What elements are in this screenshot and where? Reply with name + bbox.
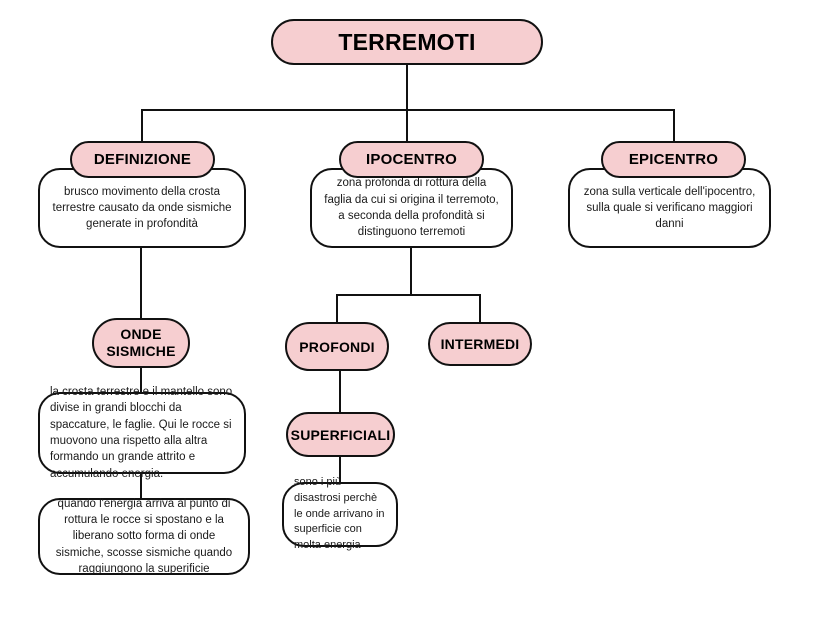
node-onde-sismiche-line2: SISMICHE bbox=[106, 343, 176, 359]
detail-onde-sismiche-2-text: quando l'energia arriva al punto di rott… bbox=[55, 497, 233, 575]
node-onde-sismiche-line1: ONDE bbox=[120, 325, 162, 342]
detail-ipocentro: zona profonda di rottura della faglia da… bbox=[310, 168, 513, 248]
detail-onde-sismiche-2: quando l'energia arriva al punto di rott… bbox=[38, 498, 250, 575]
detail-definizione-text: brusco movimento della crosta terrestre … bbox=[52, 185, 232, 231]
detail-ipocentro-text: zona profonda di rottura della faglia da… bbox=[324, 177, 499, 239]
node-profondi[interactable]: PROFONDI bbox=[285, 322, 389, 371]
node-definizione[interactable]: DEFINIZIONE bbox=[70, 141, 215, 178]
detail-superficiali: sono i più disastrosi perchè le onde arr… bbox=[282, 476, 398, 551]
node-onde-sismiche-label: ONDE SISMICHE bbox=[106, 326, 175, 360]
detail-epicentro-text: zona sulla verticale dell'ipocentro, sul… bbox=[583, 185, 756, 231]
detail-definizione: brusco movimento della crosta terrestre … bbox=[38, 168, 246, 248]
node-onde-sismiche[interactable]: ONDE SISMICHE bbox=[92, 318, 190, 368]
node-terremoti[interactable]: TERREMOTI bbox=[271, 19, 543, 65]
node-ipocentro[interactable]: IPOCENTRO bbox=[339, 141, 484, 178]
detail-superficiali-text: sono i più disastrosi perchè le onde arr… bbox=[294, 476, 385, 551]
detail-onde-sismiche-1: la crosta terrestre e il mantello sono d… bbox=[38, 386, 246, 480]
detail-onde-sismiche-1-text: la crosta terrestre e il mantello sono d… bbox=[50, 386, 233, 480]
detail-epicentro: zona sulla verticale dell'ipocentro, sul… bbox=[568, 168, 771, 248]
node-epicentro[interactable]: EPICENTRO bbox=[601, 141, 746, 178]
node-superficiali[interactable]: SUPERFICIALI bbox=[286, 412, 395, 457]
node-intermedi[interactable]: INTERMEDI bbox=[428, 322, 532, 366]
